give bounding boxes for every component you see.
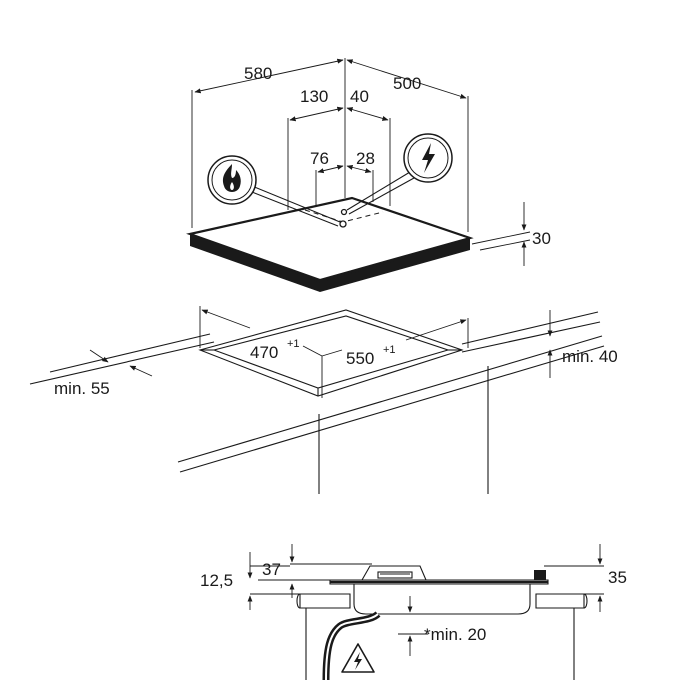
side-section-view: 37 12,5 35 *min. 20: [200, 544, 627, 680]
worktop-cutout-view: 470 +1 550 +1 min. 55 min. 40: [29, 306, 618, 494]
dim-550: 550: [346, 349, 374, 368]
dim-580: 580: [244, 64, 272, 83]
hob-body-side: [353, 584, 531, 615]
electric-bolt-icon: [403, 133, 453, 183]
dim-12-5: 12,5: [200, 571, 233, 590]
dim-30: 30: [532, 229, 551, 248]
dim-500: 500: [393, 74, 421, 93]
gas-connection-point: [339, 220, 347, 228]
dim-37: 37: [262, 560, 281, 579]
dim-min-55: min. 55: [54, 379, 110, 398]
dim-28: 28: [356, 149, 375, 168]
dim-35: 35: [608, 568, 627, 587]
dim-min-20: *min. 20: [424, 625, 486, 644]
electric-connection-point: [340, 208, 348, 216]
hob-top-surface: [186, 196, 474, 282]
dim-550-tolerance: +1: [383, 344, 396, 356]
hob-right-edge: [320, 238, 470, 292]
dim-40: 40: [350, 87, 369, 106]
gas-flame-icon: [207, 155, 257, 205]
dim-470: 470: [250, 343, 278, 362]
hob-top-view: 580 500 130 40 76 28: [186, 58, 551, 292]
dim-470-tolerance: +1: [287, 338, 300, 350]
hob-front-edge: [190, 234, 320, 292]
electrical-hazard-icon: [341, 643, 375, 673]
dim-76: 76: [310, 149, 329, 168]
dim-130: 130: [300, 87, 328, 106]
dim-min-40: min. 40: [562, 347, 618, 366]
